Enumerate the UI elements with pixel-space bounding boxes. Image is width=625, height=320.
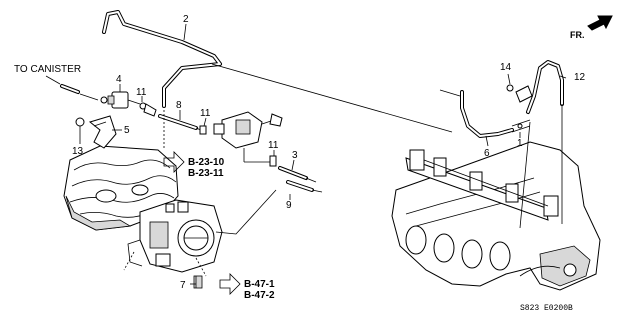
hose-2 — [102, 10, 222, 108]
bolt-13 — [75, 117, 85, 136]
front-marker-label: FR. — [570, 30, 585, 40]
leader-6-top — [439, 89, 461, 97]
callout-1: 1 — [517, 138, 523, 149]
callout-8: 8 — [176, 100, 182, 111]
callout-7: 7 — [180, 280, 186, 291]
callout-14: 14 — [500, 62, 512, 73]
clip-11-mid — [199, 125, 207, 135]
canister-line — [45, 75, 108, 104]
hose-3 — [278, 166, 317, 183]
diagram-code: S823 E0200B — [520, 304, 573, 313]
bolt-7 — [193, 275, 203, 289]
callout-11-mid: 11 — [200, 108, 211, 119]
throttle-body — [123, 199, 223, 273]
leader-ref-lower — [195, 257, 207, 277]
ref-arrow-upper — [163, 151, 185, 173]
solenoid-valve — [213, 111, 283, 163]
ref-upper-2: B-23-11 — [188, 168, 224, 179]
clip-11-right — [269, 155, 277, 167]
hose-9 — [286, 180, 323, 193]
leader-hose2-manifold — [211, 63, 453, 133]
callout-13: 13 — [72, 146, 84, 157]
callout-9: 9 — [286, 200, 292, 211]
leader-1-manifold — [519, 121, 531, 229]
fuel-rail — [405, 149, 559, 221]
hose-6 — [460, 90, 514, 138]
ref-arrow-lower — [219, 273, 241, 295]
callout-4: 4 — [116, 74, 122, 85]
to-canister-label: TO CANISTER — [14, 64, 81, 75]
ref-lower-2: B-47-2 — [244, 290, 275, 301]
callout-6: 6 — [484, 148, 490, 159]
callout-12: 12 — [574, 72, 586, 83]
ref-upper-1: B-23-10 — [188, 157, 225, 168]
callout-11-left: 11 — [136, 87, 147, 98]
callout-leaders — [79, 23, 567, 285]
leader-3-throttle — [215, 189, 277, 235]
hose-1 — [511, 119, 531, 133]
callout-2: 2 — [183, 14, 189, 25]
purge-valve — [107, 91, 157, 117]
front-arrow-icon — [587, 15, 613, 31]
callout-3: 3 — [292, 150, 298, 161]
bracket-14 — [506, 84, 533, 103]
callout-11-right: 11 — [268, 140, 279, 151]
ref-lower-1: B-47-1 — [244, 279, 275, 290]
hose-12 — [526, 60, 564, 224]
callout-5: 5 — [124, 125, 130, 136]
bracket-5 — [88, 115, 117, 149]
